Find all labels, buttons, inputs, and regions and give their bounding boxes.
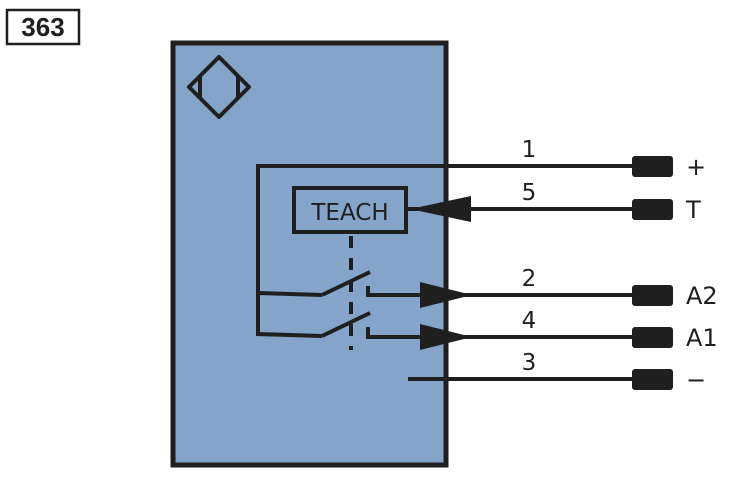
inductive-sensor-icon: [187, 55, 251, 119]
figure-number: 363: [21, 12, 64, 42]
teach-label: TEACH: [310, 200, 388, 226]
terminal-connector: [632, 327, 673, 348]
output-arrow-icon: [420, 282, 472, 308]
pin-number: 2: [522, 266, 537, 292]
pin-number: 1: [522, 137, 537, 163]
terminal-label: A2: [686, 282, 718, 310]
terminal-connector: [632, 369, 673, 390]
wire-output-1: 4A1: [420, 308, 718, 352]
pin-number: 3: [522, 350, 537, 376]
terminal-label: −: [686, 366, 706, 394]
wire-supply-negative: 3−: [408, 350, 706, 394]
terminal-label: T: [685, 196, 701, 224]
wire-supply-positive: 1+: [446, 137, 706, 181]
teach-block: TEACH: [292, 186, 408, 234]
pin-number: 5: [522, 180, 537, 206]
internal-wiring: [256, 164, 632, 350]
figure-number-badge: 363: [5, 8, 81, 46]
terminal-label: +: [686, 153, 706, 181]
wire-output-2: 2A2: [420, 266, 718, 310]
wire-teach-input: 5T: [406, 180, 701, 224]
sensor-housing: [170, 40, 449, 468]
terminal-label: A1: [686, 324, 718, 352]
pin-number: 4: [522, 308, 537, 334]
terminal-connector: [632, 285, 673, 306]
input-arrow-icon: [410, 196, 471, 222]
terminal-connector: [632, 199, 673, 220]
output-arrow-icon: [420, 324, 472, 350]
terminal-connector: [632, 156, 673, 177]
